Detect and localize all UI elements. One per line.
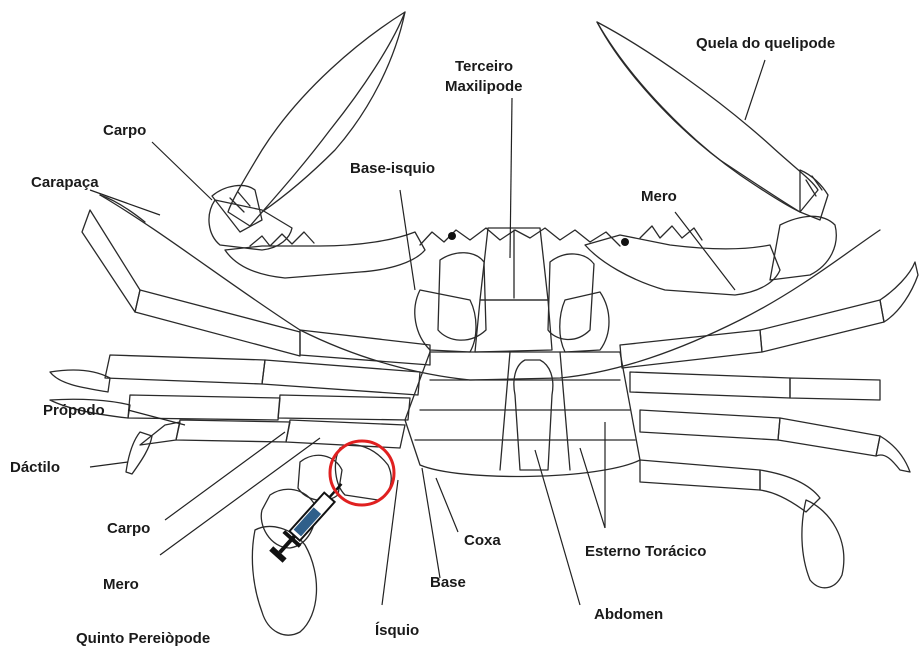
right-walking-legs [620,262,918,588]
label-propodo: Própodo [43,402,105,420]
label-base-isquio: Base-isquio [350,160,435,178]
fifth-pereiopod [252,445,391,635]
label-dactilo: Dáctilo [10,459,60,477]
label-quinto-pereiopode: Quinto Pereiòpode [76,630,210,648]
label-mero-bottom: Mero [103,576,139,594]
label-coxa: Coxa [464,532,501,550]
right-cheliped [585,22,836,295]
mouthparts [415,228,609,352]
label-terceiro: Terceiro [455,58,513,76]
label-carapaca: Carapaça [31,174,99,192]
label-carpo-bottom: Carpo [107,520,150,538]
label-mero-right: Mero [641,188,677,206]
label-quela: Quela do quelipode [696,35,835,53]
left-walking-legs [50,210,430,474]
label-maxilipode: Maxilipode [445,78,523,96]
left-cheliped [209,12,425,278]
label-carpo-top: Carpo [103,122,146,140]
label-base: Base [430,574,466,592]
leader-lines [90,60,765,605]
label-abdomen: Abdomen [594,606,663,624]
label-esterno-toracico: Esterno Torácico [585,543,706,561]
label-isquio: Ísquio [375,622,419,640]
highlight-circle [330,441,394,505]
